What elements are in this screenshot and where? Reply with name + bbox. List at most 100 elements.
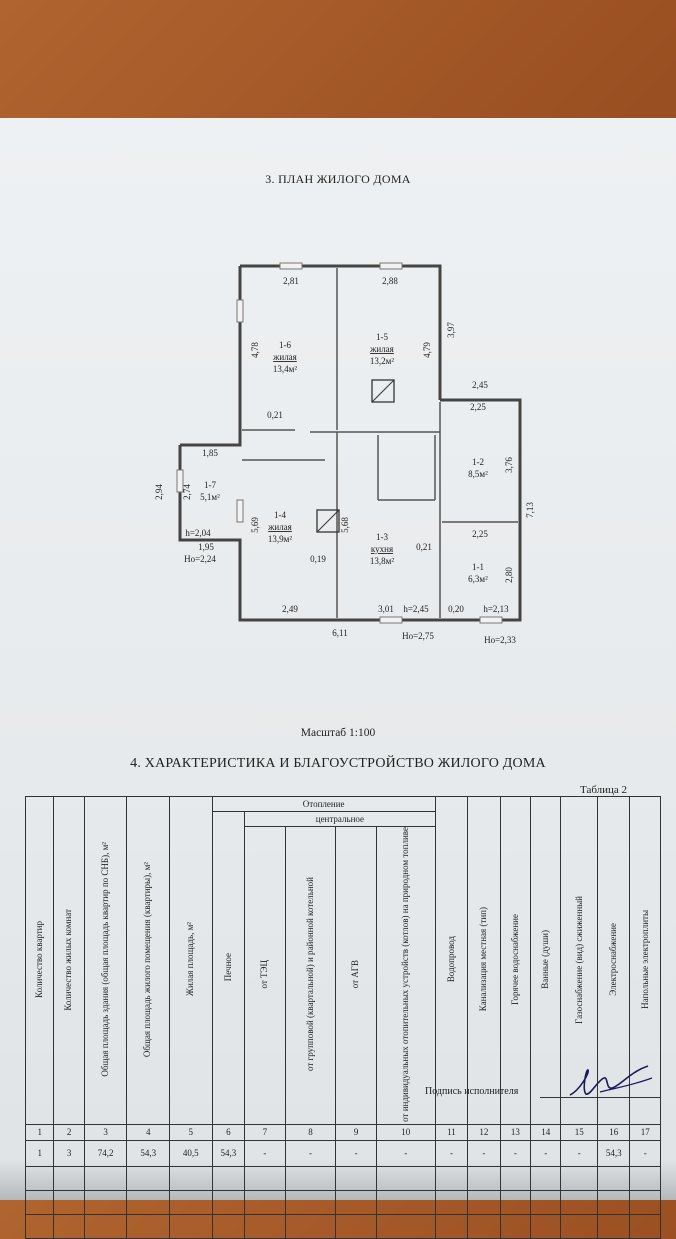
room-label-1-6: 1-6 xyxy=(279,340,291,350)
hdr-col-5: Жилая площадь, м² xyxy=(169,796,213,1125)
table-row: 1 3 74,2 54,3 40,5 54,3 - - - - - - - - … xyxy=(24,1139,661,1167)
dim-h-2-13: h=2,13 xyxy=(483,604,509,614)
data-cell: - xyxy=(434,1139,469,1167)
dim-0-21b: 0,21 xyxy=(416,542,432,552)
num-cell: 3 xyxy=(83,1123,128,1141)
table-row-empty xyxy=(24,1213,661,1239)
hdr-col-12: Канализация местная (тип) xyxy=(467,796,501,1125)
room-area-1-1: 6,3м² xyxy=(468,574,488,584)
data-cell: 74,2 xyxy=(83,1139,128,1167)
dim-1-85: 1,85 xyxy=(202,448,218,458)
num-cell: 7 xyxy=(244,1123,286,1141)
signature-line xyxy=(540,1097,660,1098)
column-number-row: 1 2 3 4 5 6 7 8 9 10 11 12 13 14 15 16 1… xyxy=(24,1123,661,1141)
num-cell: 12 xyxy=(467,1123,501,1141)
hdr-col-16: Электроснабжение xyxy=(596,796,631,1125)
room-type-1-3: кухня xyxy=(371,544,393,554)
signature-label: Подпись исполнителя xyxy=(425,1086,519,1097)
num-cell: 17 xyxy=(629,1123,661,1141)
hdr-heating-group: Отопление xyxy=(211,796,436,812)
dim-2-45: 2,45 xyxy=(472,380,488,390)
dim-2-81: 2,81 xyxy=(283,276,299,286)
data-cell: - xyxy=(499,1139,532,1167)
hdr-col-6: Печное xyxy=(211,811,246,1125)
num-cell: 4 xyxy=(126,1123,170,1141)
room-label-1-2: 1-2 xyxy=(472,457,484,467)
num-cell: 2 xyxy=(53,1123,85,1141)
section-4-title: 4. ХАРАКТЕРИСТИКА И БЛАГОУСТРОЙСТВО ЖИЛО… xyxy=(130,756,546,771)
data-cell: 40,5 xyxy=(169,1139,213,1167)
dim-2-25b: 2,25 xyxy=(472,529,488,539)
data-cell: - xyxy=(629,1139,661,1167)
dim-2-88: 2,88 xyxy=(382,276,398,286)
data-cell: - xyxy=(335,1139,377,1167)
dim-2-80: 2,80 xyxy=(504,567,514,583)
dim-3-01: 3,01 xyxy=(378,604,394,614)
dim-ho-2-33: Ho=2,33 xyxy=(484,635,516,645)
data-cell: 3 xyxy=(53,1139,85,1167)
data-cell: - xyxy=(560,1139,598,1167)
dim-3-76: 3,76 xyxy=(504,457,514,473)
room-label-1-7: 1-7 xyxy=(204,480,216,490)
room-label-1-3: 1-3 xyxy=(376,532,388,542)
hdr-col-7: от ТЭЦ xyxy=(244,826,286,1125)
dim-5-69: 5,69 xyxy=(250,517,260,533)
dim-2-49: 2,49 xyxy=(282,604,298,614)
hdr-col-4: Общая площадь жилого помещения (квартиры… xyxy=(126,796,170,1125)
dim-ho-2-75: Ho=2,75 xyxy=(402,631,434,641)
plan-title: 3. ПЛАН ЖИЛОГО ДОМА xyxy=(265,172,411,186)
dim-h-2-45: h=2,45 xyxy=(403,604,429,614)
room-type-1-4: жилая xyxy=(267,522,292,532)
data-cell: - xyxy=(375,1139,436,1167)
dim-5-68: 5,68 xyxy=(340,517,350,533)
room-label-1-1: 1-1 xyxy=(472,562,484,572)
room-area-1-7: 5,1м² xyxy=(200,492,220,502)
hdr-col-17: Напольные электроплиты xyxy=(629,796,661,1125)
num-cell: 10 xyxy=(375,1123,436,1141)
table-row-empty xyxy=(24,1165,661,1191)
dim-0-19: 0,19 xyxy=(310,554,326,564)
dim-3-97: 3,97 xyxy=(446,322,456,338)
room-label-1-5: 1-5 xyxy=(376,332,388,342)
table-label: Таблица 2 xyxy=(580,784,628,796)
num-cell: 8 xyxy=(284,1123,337,1141)
room-area-1-4: 13,9м² xyxy=(268,534,292,544)
scale-label: Масштаб 1:100 xyxy=(300,727,376,739)
num-cell: 16 xyxy=(596,1123,631,1141)
stove-center xyxy=(316,509,340,533)
dim-2-74: 2,74 xyxy=(182,484,192,500)
data-cell: 54,3 xyxy=(211,1139,246,1167)
num-cell: 6 xyxy=(211,1123,246,1141)
hdr-central-group: центральное xyxy=(244,811,436,827)
hdr-col-3: Общая площадь здания (общая площадь квар… xyxy=(83,796,128,1125)
hdr-col-15: Газоснабжение (вид) сжиженный xyxy=(560,796,598,1125)
hdr-col-8: от групповой (квартальной) и районной ко… xyxy=(284,826,337,1125)
room-type-1-6: жилая xyxy=(272,352,297,362)
hdr-col-9: от АГВ xyxy=(335,826,377,1125)
room-area-1-2: 8,5м² xyxy=(468,469,488,479)
dim-7-13: 7,13 xyxy=(525,502,535,518)
hdr-col-2: Количество жилых комнат xyxy=(53,796,85,1125)
data-cell: - xyxy=(530,1139,562,1167)
data-cell: - xyxy=(467,1139,501,1167)
room-area-1-3: 13,8м² xyxy=(370,556,394,566)
room-label-1-4: 1-4 xyxy=(274,510,286,520)
num-cell: 5 xyxy=(169,1123,213,1141)
signature-image xyxy=(569,1065,653,1096)
hdr-col-10: от индивидуальных отопительных устройств… xyxy=(375,826,436,1125)
num-cell: 14 xyxy=(530,1123,562,1141)
dim-0-20: 0,20 xyxy=(448,604,464,614)
dim-2-25: 2,25 xyxy=(470,402,486,412)
hdr-col-1: Количество квартир xyxy=(24,796,55,1125)
dim-ho-2-24: Ho=2,24 xyxy=(184,554,216,564)
characteristics-table: Количество квартир Количество жилых комн… xyxy=(24,796,661,1239)
dim-0-21: 0,21 xyxy=(267,410,283,420)
num-cell: 15 xyxy=(560,1123,598,1141)
num-cell: 1 xyxy=(24,1123,55,1141)
data-cell: 54,3 xyxy=(126,1139,170,1167)
room-area-1-6: 13,4м² xyxy=(273,364,297,374)
dim-4-78: 4,78 xyxy=(250,342,260,358)
hdr-col-11: Водопровод xyxy=(434,796,469,1125)
dim-6-11: 6,11 xyxy=(332,628,347,638)
data-cell: - xyxy=(284,1139,337,1167)
